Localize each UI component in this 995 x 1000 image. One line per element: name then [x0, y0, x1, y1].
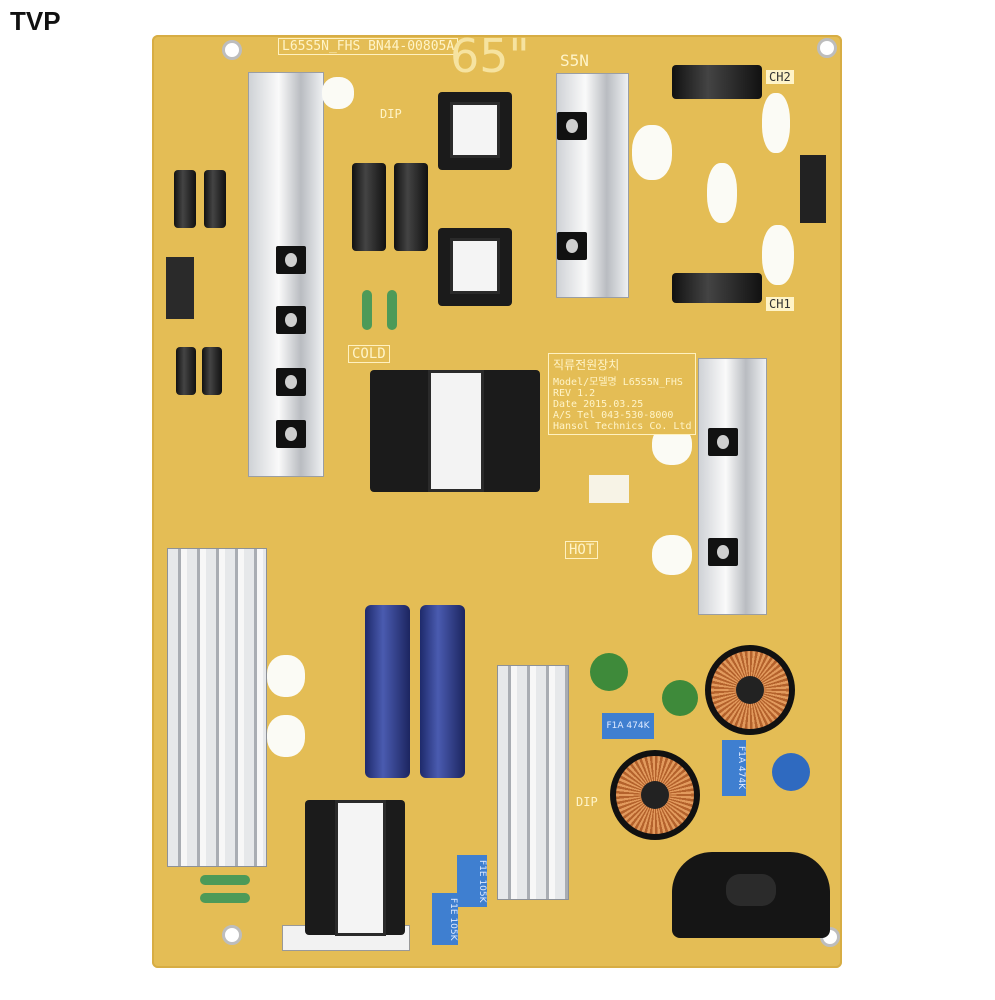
- info-block: 직류전원장치 Model/모델명 L65S5N_FHS REV 1.2 Date…: [548, 353, 697, 435]
- glue-blob: [267, 715, 305, 757]
- standby-transformer: [305, 800, 405, 936]
- mosfet: [708, 428, 738, 456]
- film-capacitor: F1A 474K: [722, 740, 746, 796]
- capacitor: [204, 170, 226, 228]
- series-label: S5N: [560, 51, 589, 70]
- mosfet: [276, 306, 306, 334]
- capacitor: [176, 347, 196, 395]
- info-line: A/S Tel 043-530-8000: [553, 410, 674, 421]
- transformer: [438, 228, 512, 306]
- resistor: [387, 290, 397, 330]
- resistor: [200, 875, 250, 885]
- glue-blob: [707, 163, 737, 223]
- mosfet: [557, 232, 587, 260]
- glue-blob: [652, 535, 692, 575]
- glue-blob: [322, 77, 354, 109]
- bulk-capacitor: [365, 605, 410, 778]
- thermistor: [590, 653, 628, 691]
- glue-blob: [762, 93, 790, 153]
- info-line: Date 2015.03.25: [553, 399, 644, 410]
- heatsink: [556, 73, 629, 298]
- film-capacitor: F1E 105K: [457, 855, 487, 907]
- bulk-capacitor: [420, 605, 465, 778]
- capacitor: [174, 170, 196, 228]
- dip-label: DIP: [576, 795, 598, 809]
- size-label: 65": [450, 29, 530, 83]
- mounting-hole: [817, 38, 837, 58]
- mosfet: [276, 246, 306, 274]
- capacitor: [352, 163, 386, 251]
- model-label: L65S5N_FHS BN44-00805A: [278, 38, 459, 55]
- mosfet: [708, 538, 738, 566]
- heatsink-finned: [167, 548, 267, 867]
- ch1-label: CH1: [766, 297, 794, 311]
- hot-label: HOT: [565, 541, 599, 559]
- main-transformer: [370, 370, 540, 492]
- ch2-label: CH2: [766, 70, 794, 84]
- relay: [589, 475, 629, 503]
- glue-blob: [632, 125, 672, 180]
- heatsink-finned: [497, 665, 569, 900]
- varistor: [772, 753, 810, 791]
- capacitor: [394, 163, 428, 251]
- mounting-hole: [222, 40, 242, 60]
- cold-label: COLD: [348, 345, 390, 363]
- heatsink: [698, 358, 767, 615]
- glue-blob: [267, 655, 305, 697]
- info-line: Hansol Technics Co. Ltd: [553, 421, 692, 432]
- capacitor: [202, 347, 222, 395]
- info-line: REV 1.2: [553, 388, 596, 399]
- glue-blob: [762, 225, 794, 285]
- thermistor: [662, 680, 698, 716]
- resistor: [200, 893, 250, 903]
- info-line: Model/모델명 L65S5N_FHS: [553, 377, 683, 388]
- dip-label: DIP: [380, 107, 402, 121]
- info-line: 직류전원장치: [553, 358, 620, 372]
- resistor: [362, 290, 372, 330]
- heatsink: [248, 72, 324, 477]
- transformer: [438, 92, 512, 170]
- mosfet: [276, 420, 306, 448]
- power-supply-board: L65S5N_FHS BN44-00805A 65" S5N COLD HOT …: [152, 29, 842, 968]
- film-capacitor: F1E 105K: [432, 893, 458, 945]
- connector: [166, 257, 194, 319]
- common-mode-choke: [610, 750, 700, 840]
- connector: [800, 155, 826, 223]
- common-mode-choke: [705, 645, 795, 735]
- capacitor: [672, 273, 762, 303]
- mosfet: [276, 368, 306, 396]
- mounting-hole: [222, 925, 242, 945]
- capacitor: [672, 65, 762, 99]
- watermark-logo: TVP: [10, 6, 61, 36]
- ac-power-socket: [672, 852, 830, 938]
- mosfet: [557, 112, 587, 140]
- film-capacitor: F1A 474K: [602, 713, 654, 739]
